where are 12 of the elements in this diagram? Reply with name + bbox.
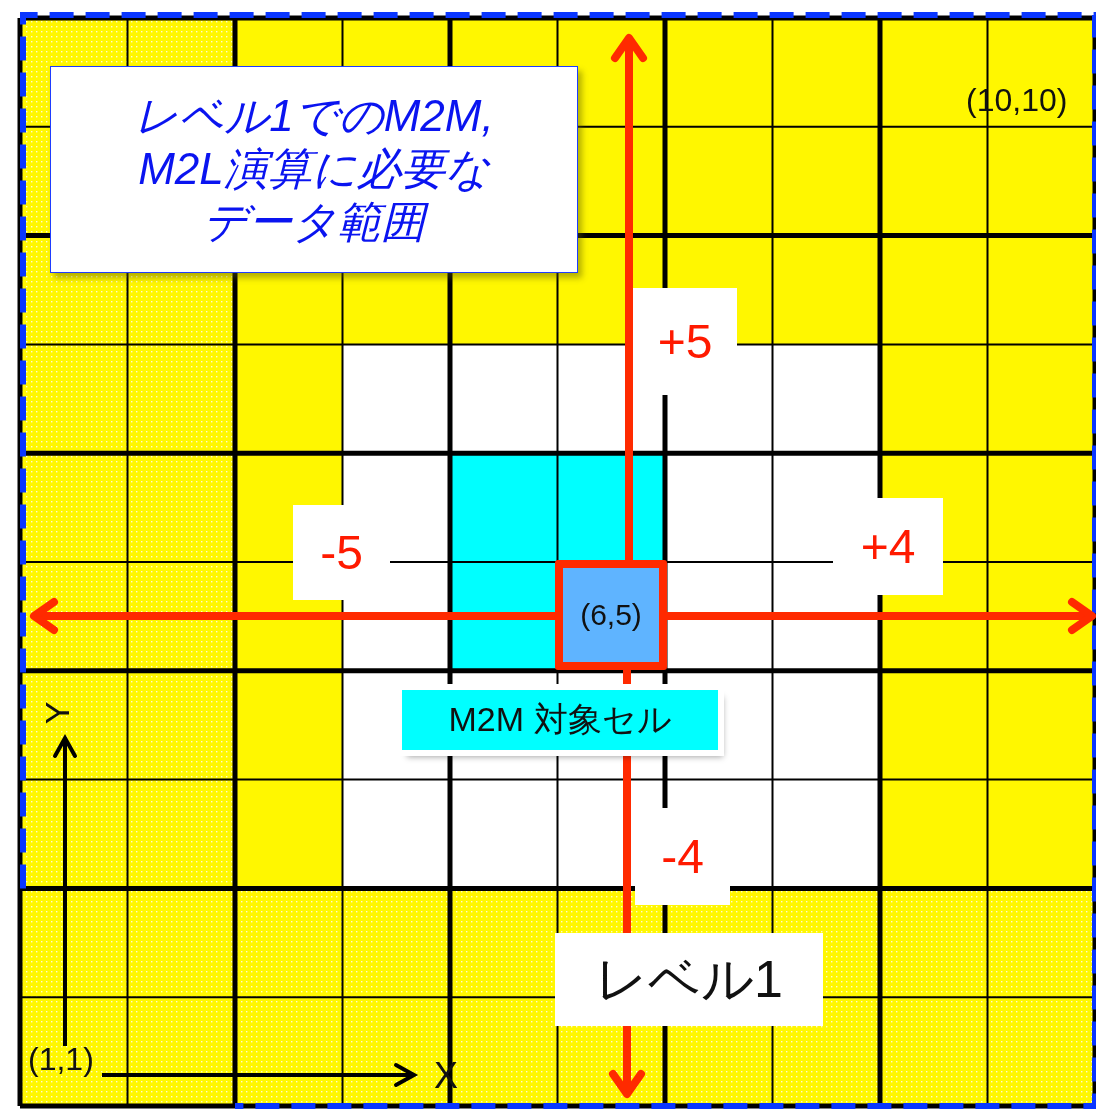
edge-label: -5 xyxy=(293,505,390,600)
axis-label: Y xyxy=(40,701,75,725)
arrow xyxy=(667,598,1096,634)
edge-label: -4 xyxy=(635,808,730,905)
edge-label: +4 xyxy=(833,498,943,595)
callout-box: レベル1でのM2M, M2L演算に必要なデータ範囲 xyxy=(50,66,578,273)
target-cell: (6,5) xyxy=(555,560,667,670)
arrow xyxy=(611,34,647,560)
level-label: レベル1 xyxy=(555,933,823,1026)
coordinate-label: (1,1) xyxy=(28,1043,94,1075)
arrow xyxy=(30,598,555,634)
edge-label: +5 xyxy=(633,288,737,395)
